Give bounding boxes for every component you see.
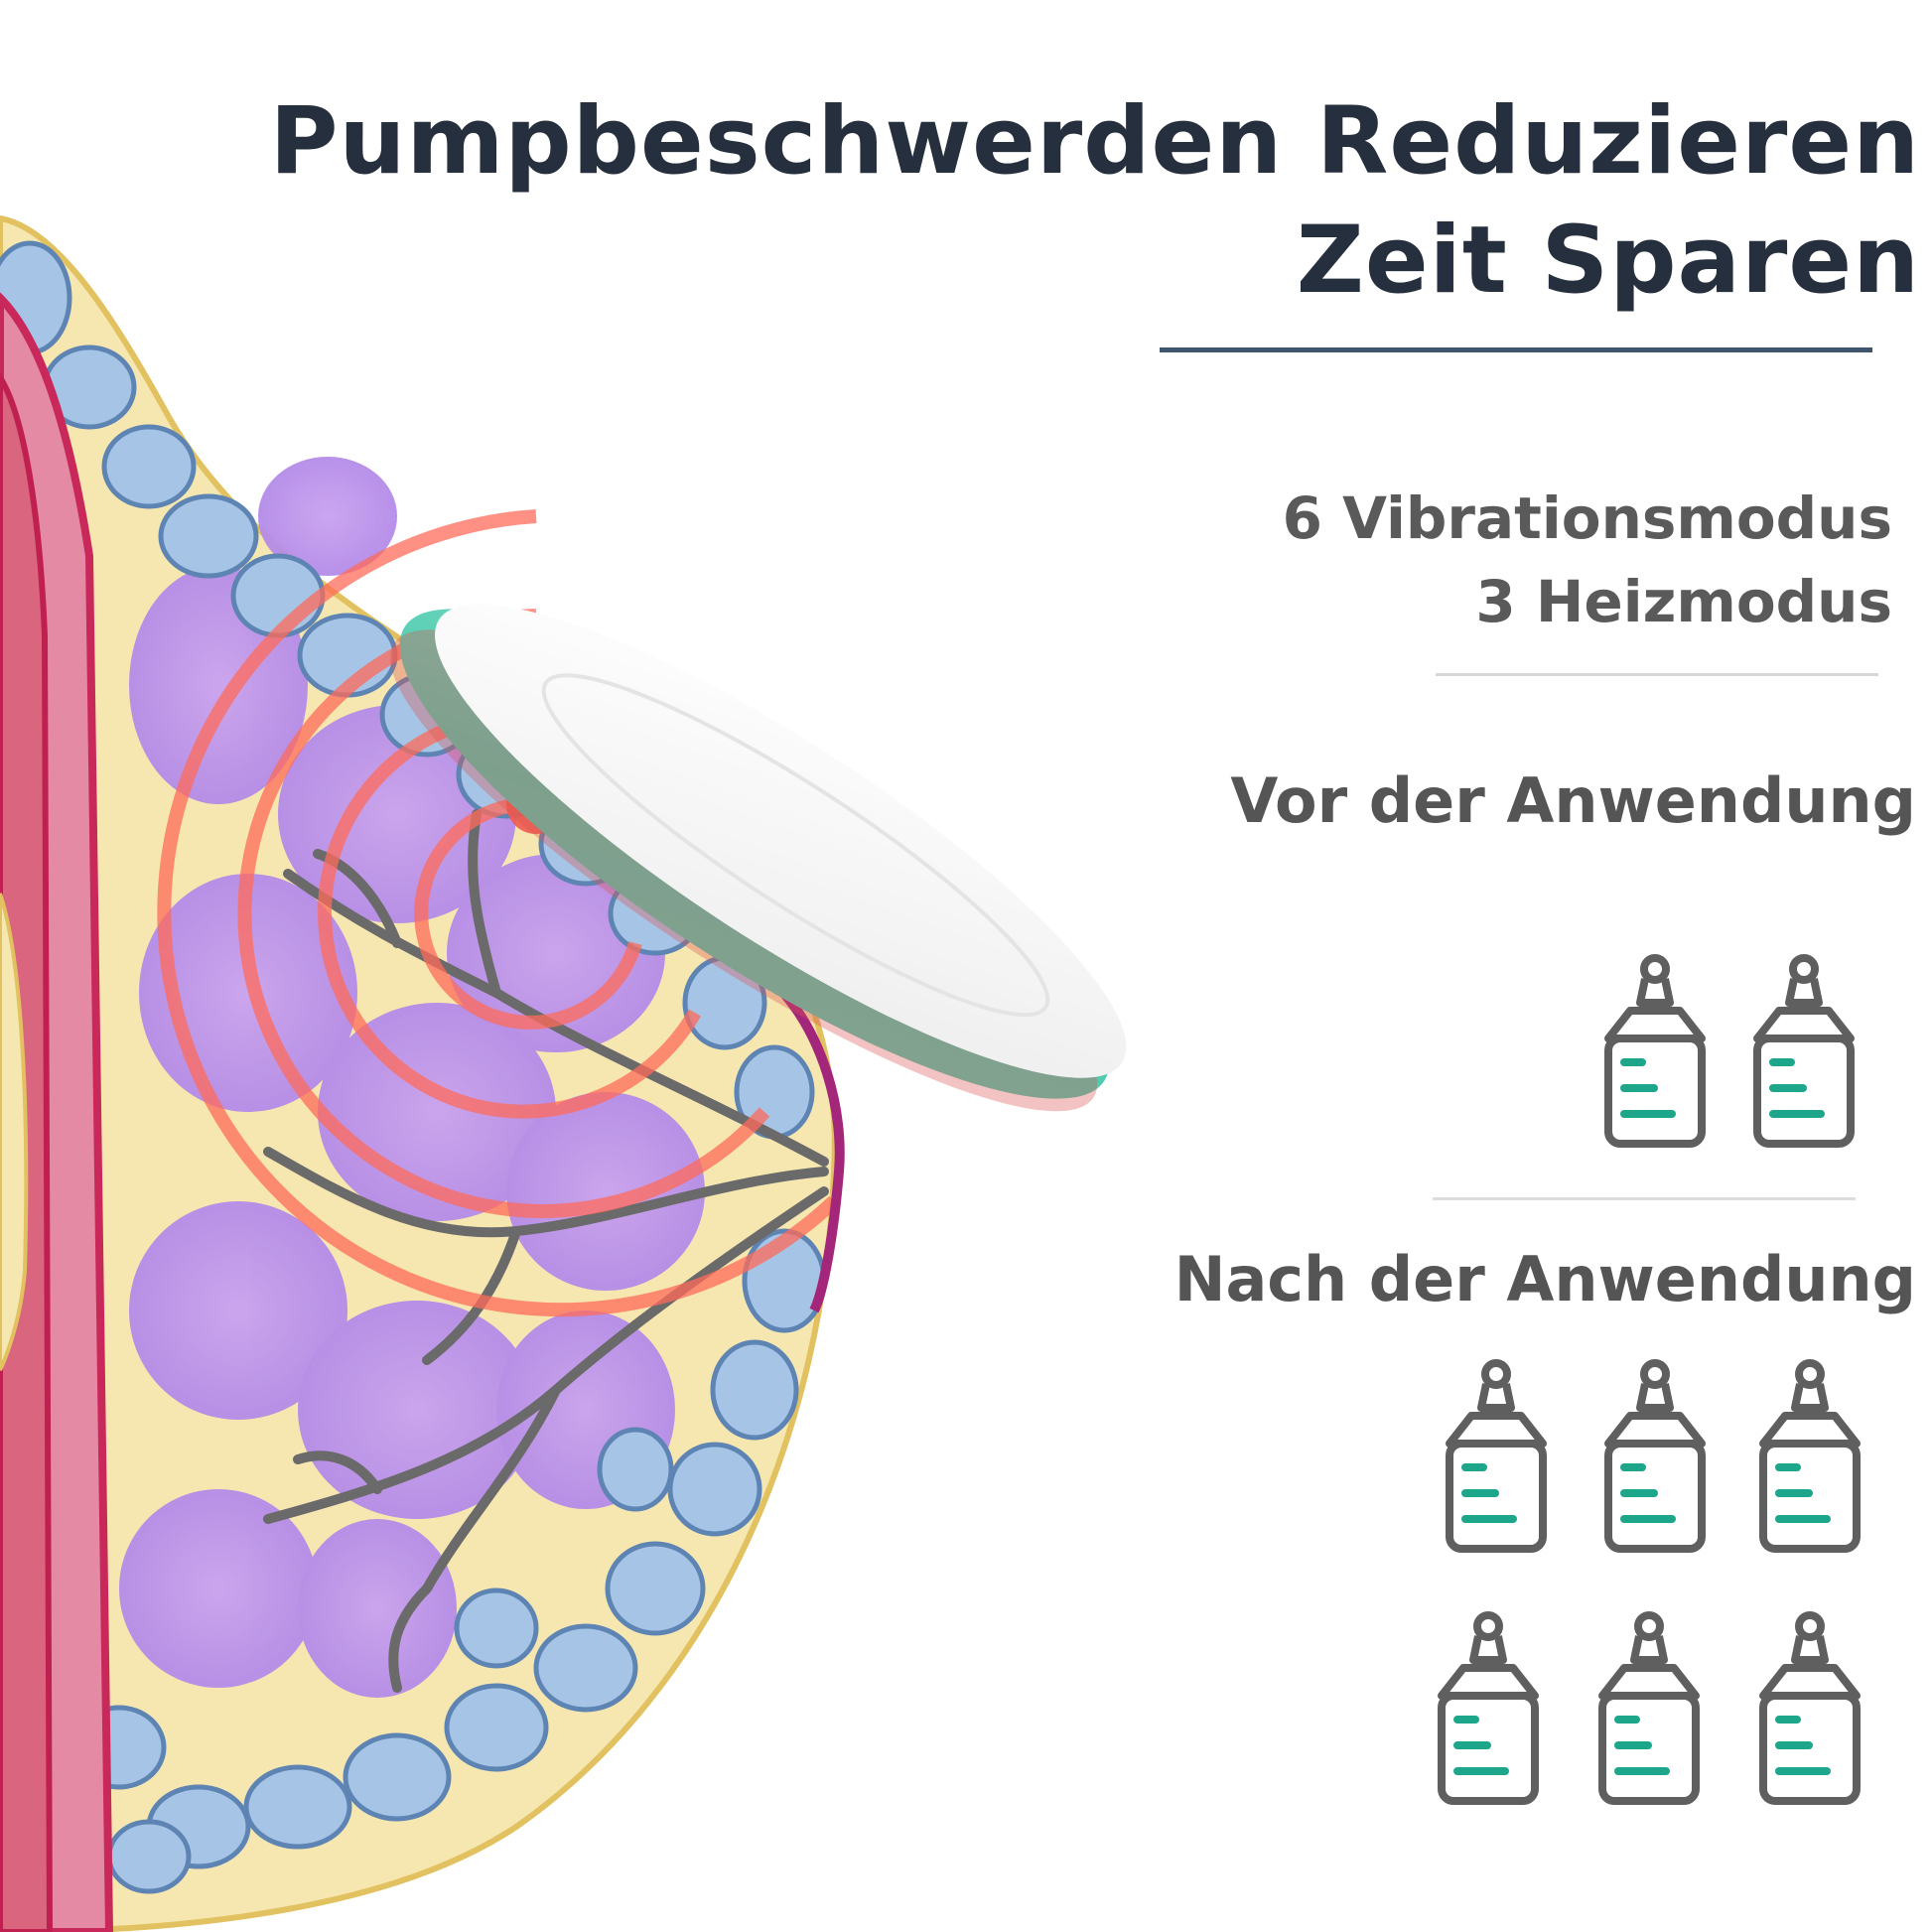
milk-bottle-icon bbox=[1434, 1608, 1543, 1807]
after-use-label: Nach der Anwendung bbox=[1173, 1243, 1916, 1315]
feature-vibration-modes: 6 Vibrationsmodus bbox=[1282, 484, 1892, 552]
massager-device bbox=[390, 604, 1127, 1112]
milk-bottle-icon bbox=[1755, 1608, 1864, 1807]
milk-ducts bbox=[263, 809, 829, 1693]
milk-bottle-icon bbox=[1755, 1356, 1864, 1555]
milk-bottle-icon bbox=[1600, 1356, 1710, 1555]
milk-bottle-icon bbox=[1600, 951, 1710, 1150]
comparison-divider bbox=[1433, 1197, 1856, 1200]
heat-wave-icon bbox=[157, 509, 839, 1317]
headline-line-2: Zeit Sparen bbox=[1296, 207, 1920, 315]
feature-heating-modes: 3 Heizmodus bbox=[1475, 568, 1892, 635]
title-divider bbox=[1160, 347, 1872, 352]
breast-anatomy-illustration bbox=[0, 214, 1127, 1932]
milk-bottle-icon bbox=[1594, 1608, 1704, 1807]
milk-bottle-icon bbox=[1749, 951, 1859, 1150]
milk-bottle-icon bbox=[1442, 1356, 1551, 1555]
before-use-label: Vor der Anwendung bbox=[1230, 764, 1916, 837]
headline-line-1: Pumpbeschwerden Reduzieren bbox=[269, 87, 1920, 196]
features-divider bbox=[1436, 673, 1878, 676]
